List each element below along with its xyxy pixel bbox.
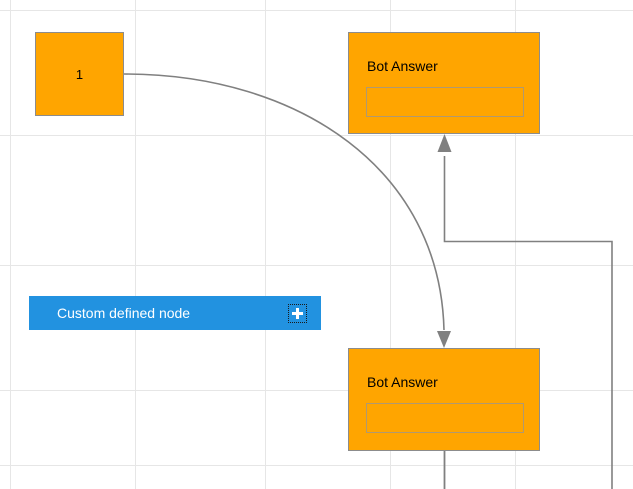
bot-answer-node-bottom[interactable]: Bot Answer (348, 348, 540, 451)
arrowhead-up-bot1 (437, 134, 452, 152)
curved-connector-start-to-bot2[interactable] (123, 73, 445, 331)
arrowhead-down-bot2 (437, 331, 451, 348)
custom-defined-node-label: Custom defined node (57, 305, 191, 321)
start-node-label: 1 (75, 66, 84, 82)
custom-defined-node-bar[interactable]: Custom defined node (29, 296, 321, 330)
start-node[interactable]: 1 (35, 32, 124, 116)
bot-answer-title: Bot Answer (367, 58, 438, 74)
plus-icon[interactable] (288, 303, 307, 323)
bot-answer-slot[interactable] (366, 87, 524, 117)
bot-answer-title: Bot Answer (367, 374, 438, 390)
bot-answer-slot[interactable] (366, 403, 524, 433)
bot-answer-node-top[interactable]: Bot Answer (348, 32, 540, 134)
orthogonal-connector-to-bot1[interactable] (443, 156, 613, 489)
